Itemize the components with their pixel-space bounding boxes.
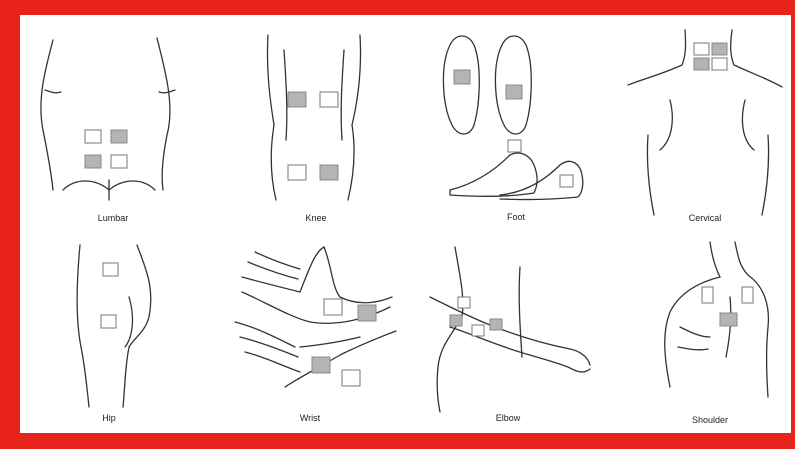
hip-figure: Hip bbox=[25, 237, 195, 432]
label-foot: Foot bbox=[466, 212, 566, 222]
label-knee: Knee bbox=[266, 213, 366, 223]
label-shoulder: Shoulder bbox=[660, 415, 760, 425]
foot-figure: Foot bbox=[430, 25, 600, 225]
label-lumbar: Lumbar bbox=[63, 213, 163, 223]
wrist-figure: Wrist bbox=[220, 237, 400, 432]
shoulder-figure: Shoulder bbox=[620, 237, 790, 432]
label-elbow: Elbow bbox=[458, 413, 558, 423]
label-cervical: Cervical bbox=[655, 213, 755, 223]
knee-figure: Knee bbox=[240, 30, 390, 225]
label-hip: Hip bbox=[59, 413, 159, 423]
diagram-panel: Lumbar Knee Foot bbox=[20, 15, 791, 433]
cervical-figure: Cervical bbox=[620, 25, 790, 225]
lumbar-figure: Lumbar bbox=[25, 30, 195, 225]
label-wrist: Wrist bbox=[260, 413, 360, 423]
elbow-figure: Elbow bbox=[420, 237, 600, 432]
